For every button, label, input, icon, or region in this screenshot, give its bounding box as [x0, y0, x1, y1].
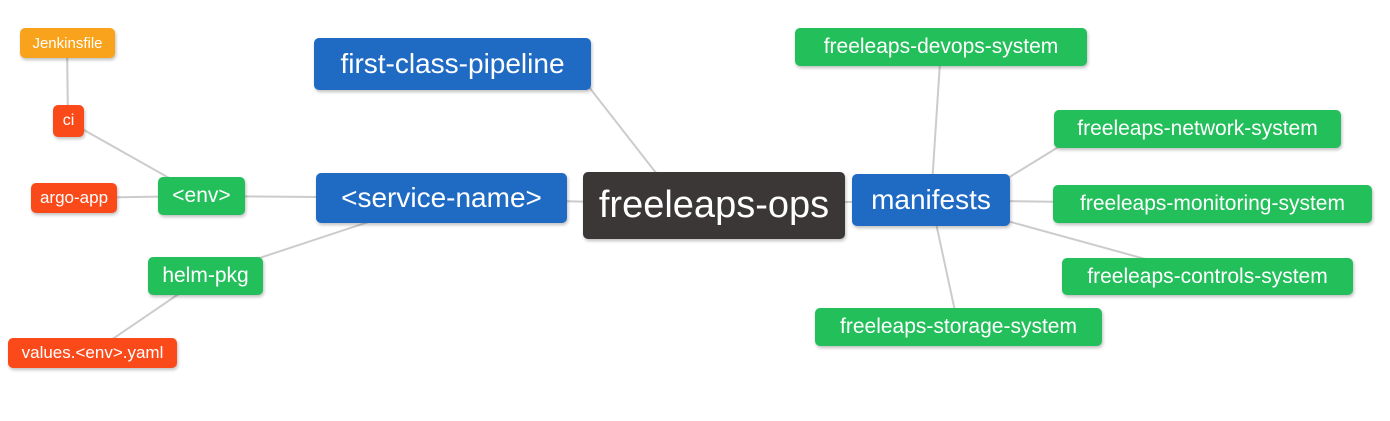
node-freeleaps-storage-system[interactable]: freeleaps-storage-system: [815, 308, 1102, 346]
edge-pipeline-freeleaps-ops: [588, 86, 661, 179]
node-helm-pkg[interactable]: helm-pkg: [148, 257, 263, 295]
node-jenkinsfile[interactable]: Jenkinsfile: [20, 28, 115, 58]
node-service-name[interactable]: <service-name>: [316, 173, 567, 223]
node-freeleaps-network-system[interactable]: freeleaps-network-system: [1054, 110, 1341, 148]
node-freeleaps-devops-system[interactable]: freeleaps-devops-system: [795, 28, 1087, 66]
edge-manifests-network-system: [1007, 145, 1061, 179]
node-ci[interactable]: ci: [53, 105, 84, 137]
node-first-class-pipeline[interactable]: first-class-pipeline: [314, 38, 591, 90]
node-argo-app[interactable]: argo-app: [31, 183, 117, 213]
node-manifests[interactable]: manifests: [852, 174, 1010, 226]
node-freeleaps-ops[interactable]: freeleaps-ops: [583, 172, 845, 239]
node-freeleaps-controls-system[interactable]: freeleaps-controls-system: [1062, 258, 1353, 295]
node-freeleaps-monitoring-system[interactable]: freeleaps-monitoring-system: [1053, 185, 1372, 223]
node-values-env-yaml[interactable]: values.<env>.yaml: [8, 338, 177, 368]
node-env[interactable]: <env>: [158, 177, 245, 215]
